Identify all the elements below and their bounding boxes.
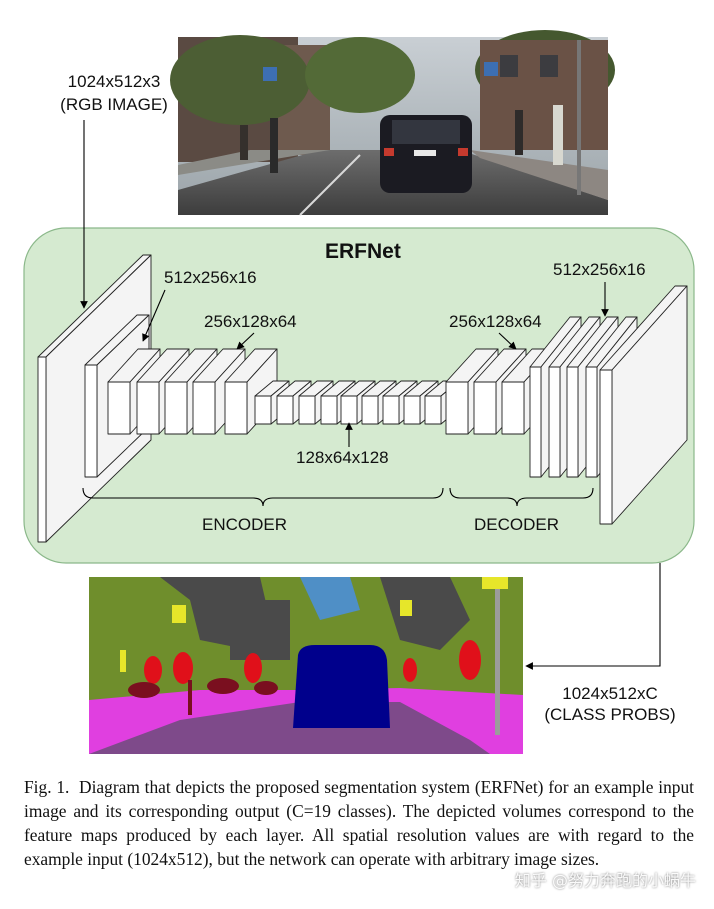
enc-mid-arrow: [236, 332, 255, 350]
output-segmentation-map: [89, 577, 523, 754]
input-dims-label: 1024x512x3: [67, 72, 161, 91]
decoder-label: DECODER: [474, 515, 560, 534]
dec-mid-arrow: [498, 332, 517, 350]
encoder-brace: [82, 487, 444, 507]
output-plane: [599, 285, 688, 525]
decoder-brace: [449, 487, 594, 507]
watermark: 知乎 @努力奔跑的小蜗牛: [514, 871, 696, 890]
caption-text: Diagram that depicts the proposed segmen…: [24, 777, 694, 869]
diagram-title: ERFNet: [325, 240, 401, 263]
output-desc-label: (CLASS PROBS): [544, 705, 676, 724]
enc-mid-label: 256x128x64: [204, 312, 297, 331]
input-rgb-image: [170, 30, 615, 216]
bottleneck-label: 128x64x128: [296, 448, 389, 467]
output-dims-label: 1024x512xC: [562, 684, 658, 703]
dec-last-label: 512x256x16: [553, 260, 646, 279]
enc-first-label: 512x256x16: [164, 268, 257, 287]
layer-volumes: [37, 254, 688, 543]
arrows: [80, 120, 661, 670]
output-arrow: [525, 563, 661, 670]
caption-prefix: Fig. 1.: [24, 777, 70, 797]
enc-first-arrow: [142, 289, 166, 342]
dec-mid-label: 256x128x64: [449, 312, 542, 331]
figure-caption: Fig. 1. Diagram that depicts the propose…: [24, 775, 694, 871]
encoder-label: ENCODER: [202, 515, 288, 534]
input-desc-label: (RGB IMAGE): [60, 95, 168, 114]
